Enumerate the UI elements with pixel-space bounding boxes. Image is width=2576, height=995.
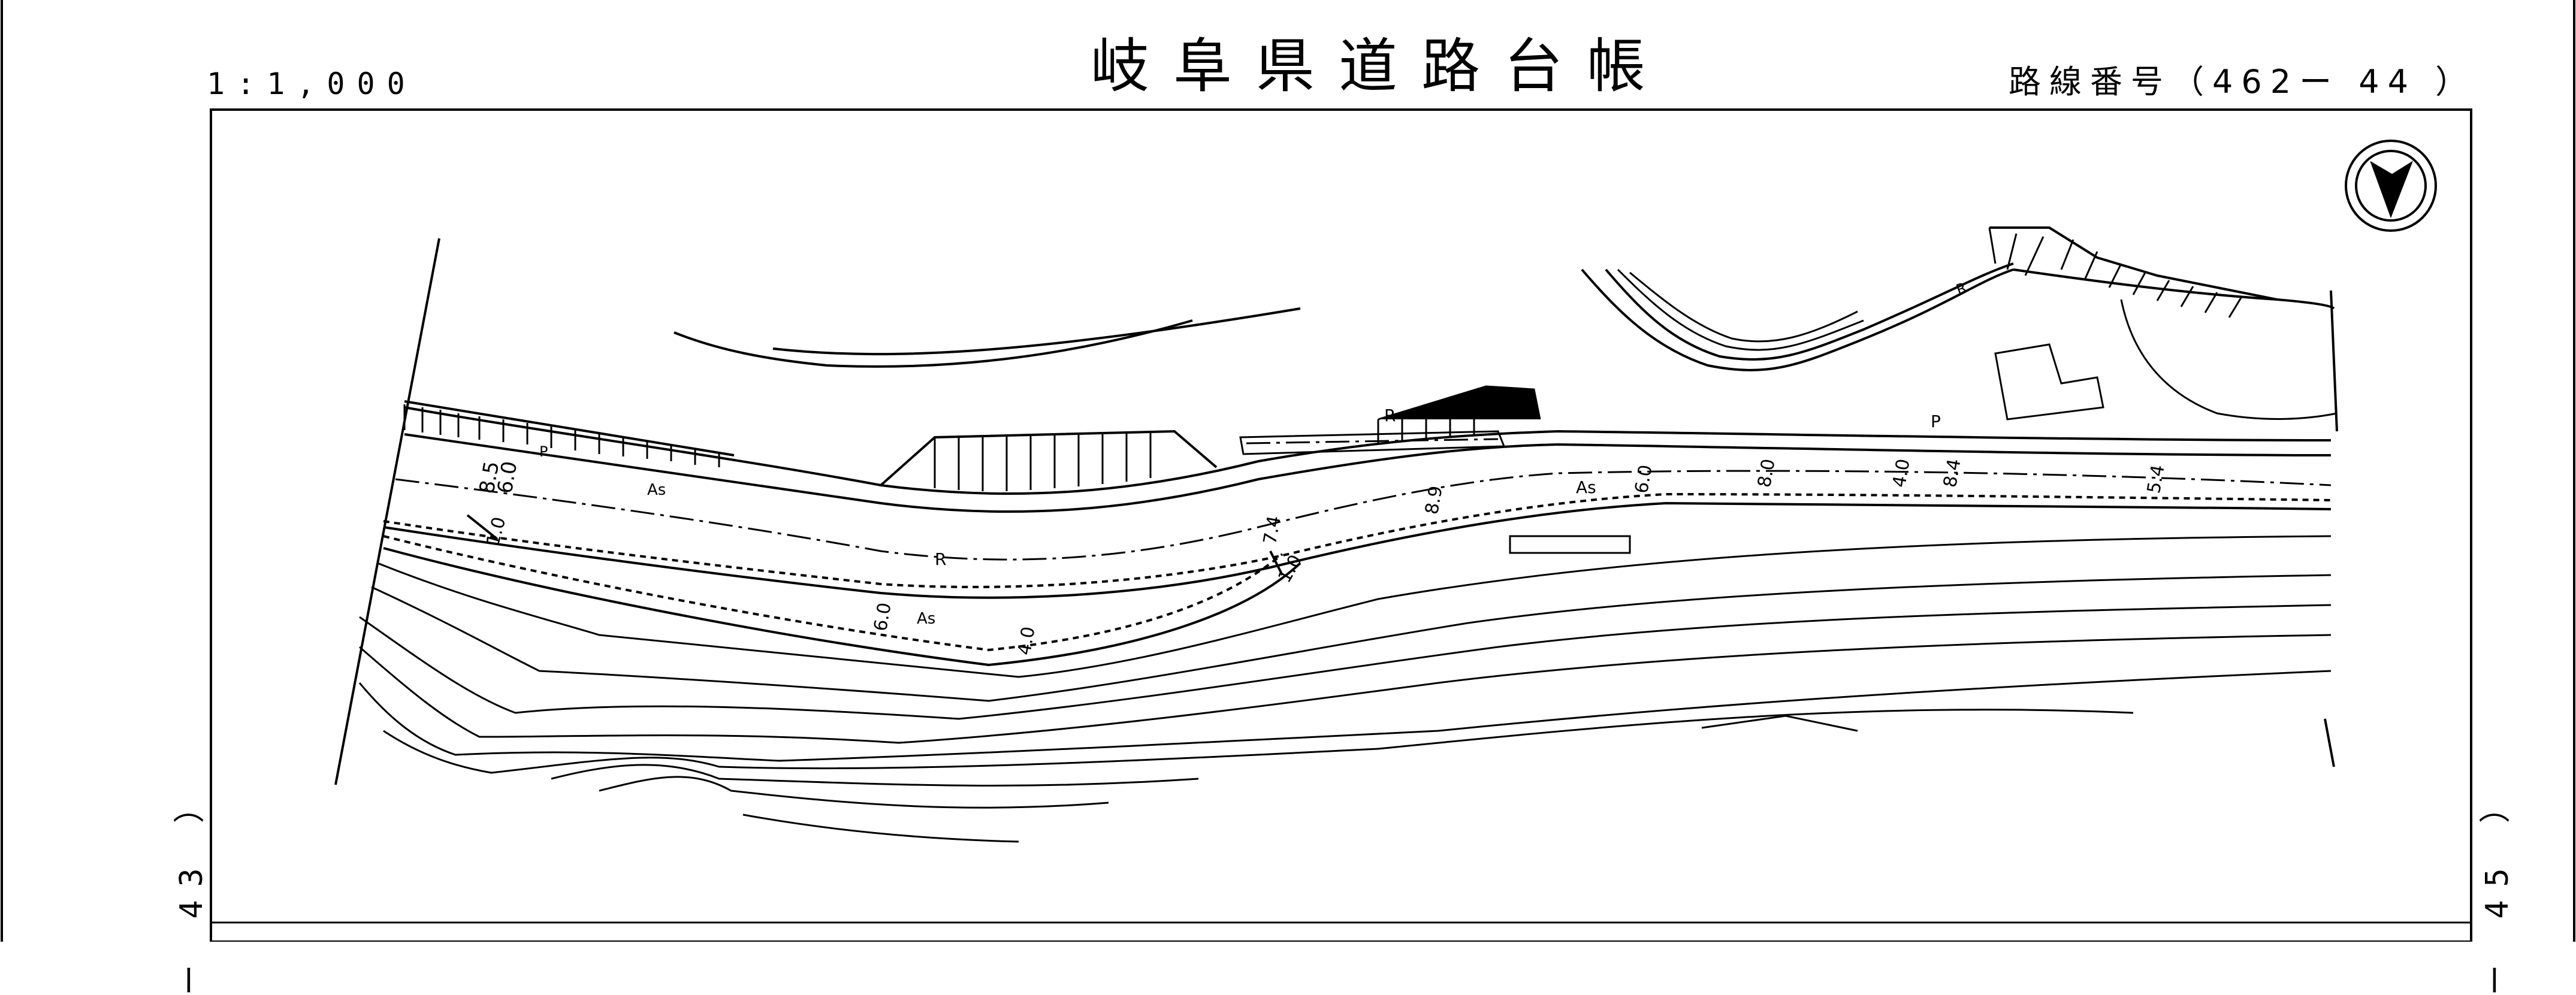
- width-annotation: 6.0: [869, 601, 896, 633]
- width-annotation: 5.4: [2143, 463, 2169, 495]
- width-annotation: 8.9: [1421, 484, 1447, 516]
- wall-centerline: [1246, 438, 1499, 444]
- width-annotation: 8.0: [1753, 457, 1780, 489]
- building: [1994, 343, 2104, 421]
- pavement-annotation: As: [1576, 477, 1596, 497]
- map-frame: [210, 108, 2472, 942]
- branch-road-edge: [383, 535, 1284, 652]
- embankment: [880, 430, 1218, 486]
- sheet-match-line-right: [2330, 290, 2338, 432]
- pavement-annotation: As: [917, 610, 936, 628]
- width-annotation: 7.4: [1259, 514, 1285, 546]
- slope-hatching-mound: [934, 433, 1152, 491]
- north-arrow-icon: [2345, 140, 2437, 232]
- side-road-edge: [1617, 268, 1864, 351]
- route-number-label: 路線番号（462ー 44 ）: [2009, 63, 2477, 101]
- riverbank-line: [772, 307, 1301, 356]
- building-outline: [2120, 299, 2338, 420]
- scale-label: 1:1,000: [207, 66, 417, 101]
- marker-annotation: P: [1931, 412, 1941, 431]
- road-edge-upper: [404, 406, 2332, 495]
- width-annotation: 4.0: [1013, 625, 1040, 657]
- road-centerline: [395, 470, 2332, 561]
- slope-hatching-mid: [1377, 385, 1541, 443]
- side-road-edge: [1629, 271, 1858, 343]
- branch-road-edge: [383, 547, 1301, 667]
- side-road-edge: [2013, 268, 2335, 310]
- side-road-edge: [1581, 268, 2014, 371]
- road-edge-lower-dashed: [383, 492, 2332, 588]
- riverbank-line: [674, 319, 1193, 368]
- slope-hatching-upper: [403, 400, 735, 467]
- width-annotation: 6.0: [493, 459, 523, 496]
- pavement-annotation: As: [647, 481, 666, 499]
- width-annotation: 4.0: [1888, 457, 1914, 489]
- sheet-match-line: [334, 238, 440, 785]
- width-annotation: 6.0: [1630, 463, 1657, 495]
- retaining-wall: [1239, 430, 1506, 455]
- width-annotation: 8.4: [1939, 457, 1965, 489]
- slope-top: [1989, 226, 2278, 301]
- road-marker: [466, 514, 499, 540]
- road-edge-upper-inner: [404, 433, 2332, 513]
- side-road-edge: [1605, 262, 2014, 361]
- slope-hatching-right: [2060, 239, 2242, 318]
- marker-annotation: R: [935, 549, 947, 569]
- map-drawing: [1, 0, 2575, 942]
- road-edge-lower: [383, 501, 2332, 599]
- marker-annotation: P: [539, 443, 548, 460]
- marker-annotation: R: [1384, 406, 1396, 425]
- contour-lines: [358, 535, 2335, 843]
- culvert: [1509, 535, 1631, 554]
- page-title: 岐阜県道路台帳: [1091, 32, 1670, 101]
- road-marker: [1269, 551, 1284, 576]
- slope-hatching-right: [1988, 227, 2045, 276]
